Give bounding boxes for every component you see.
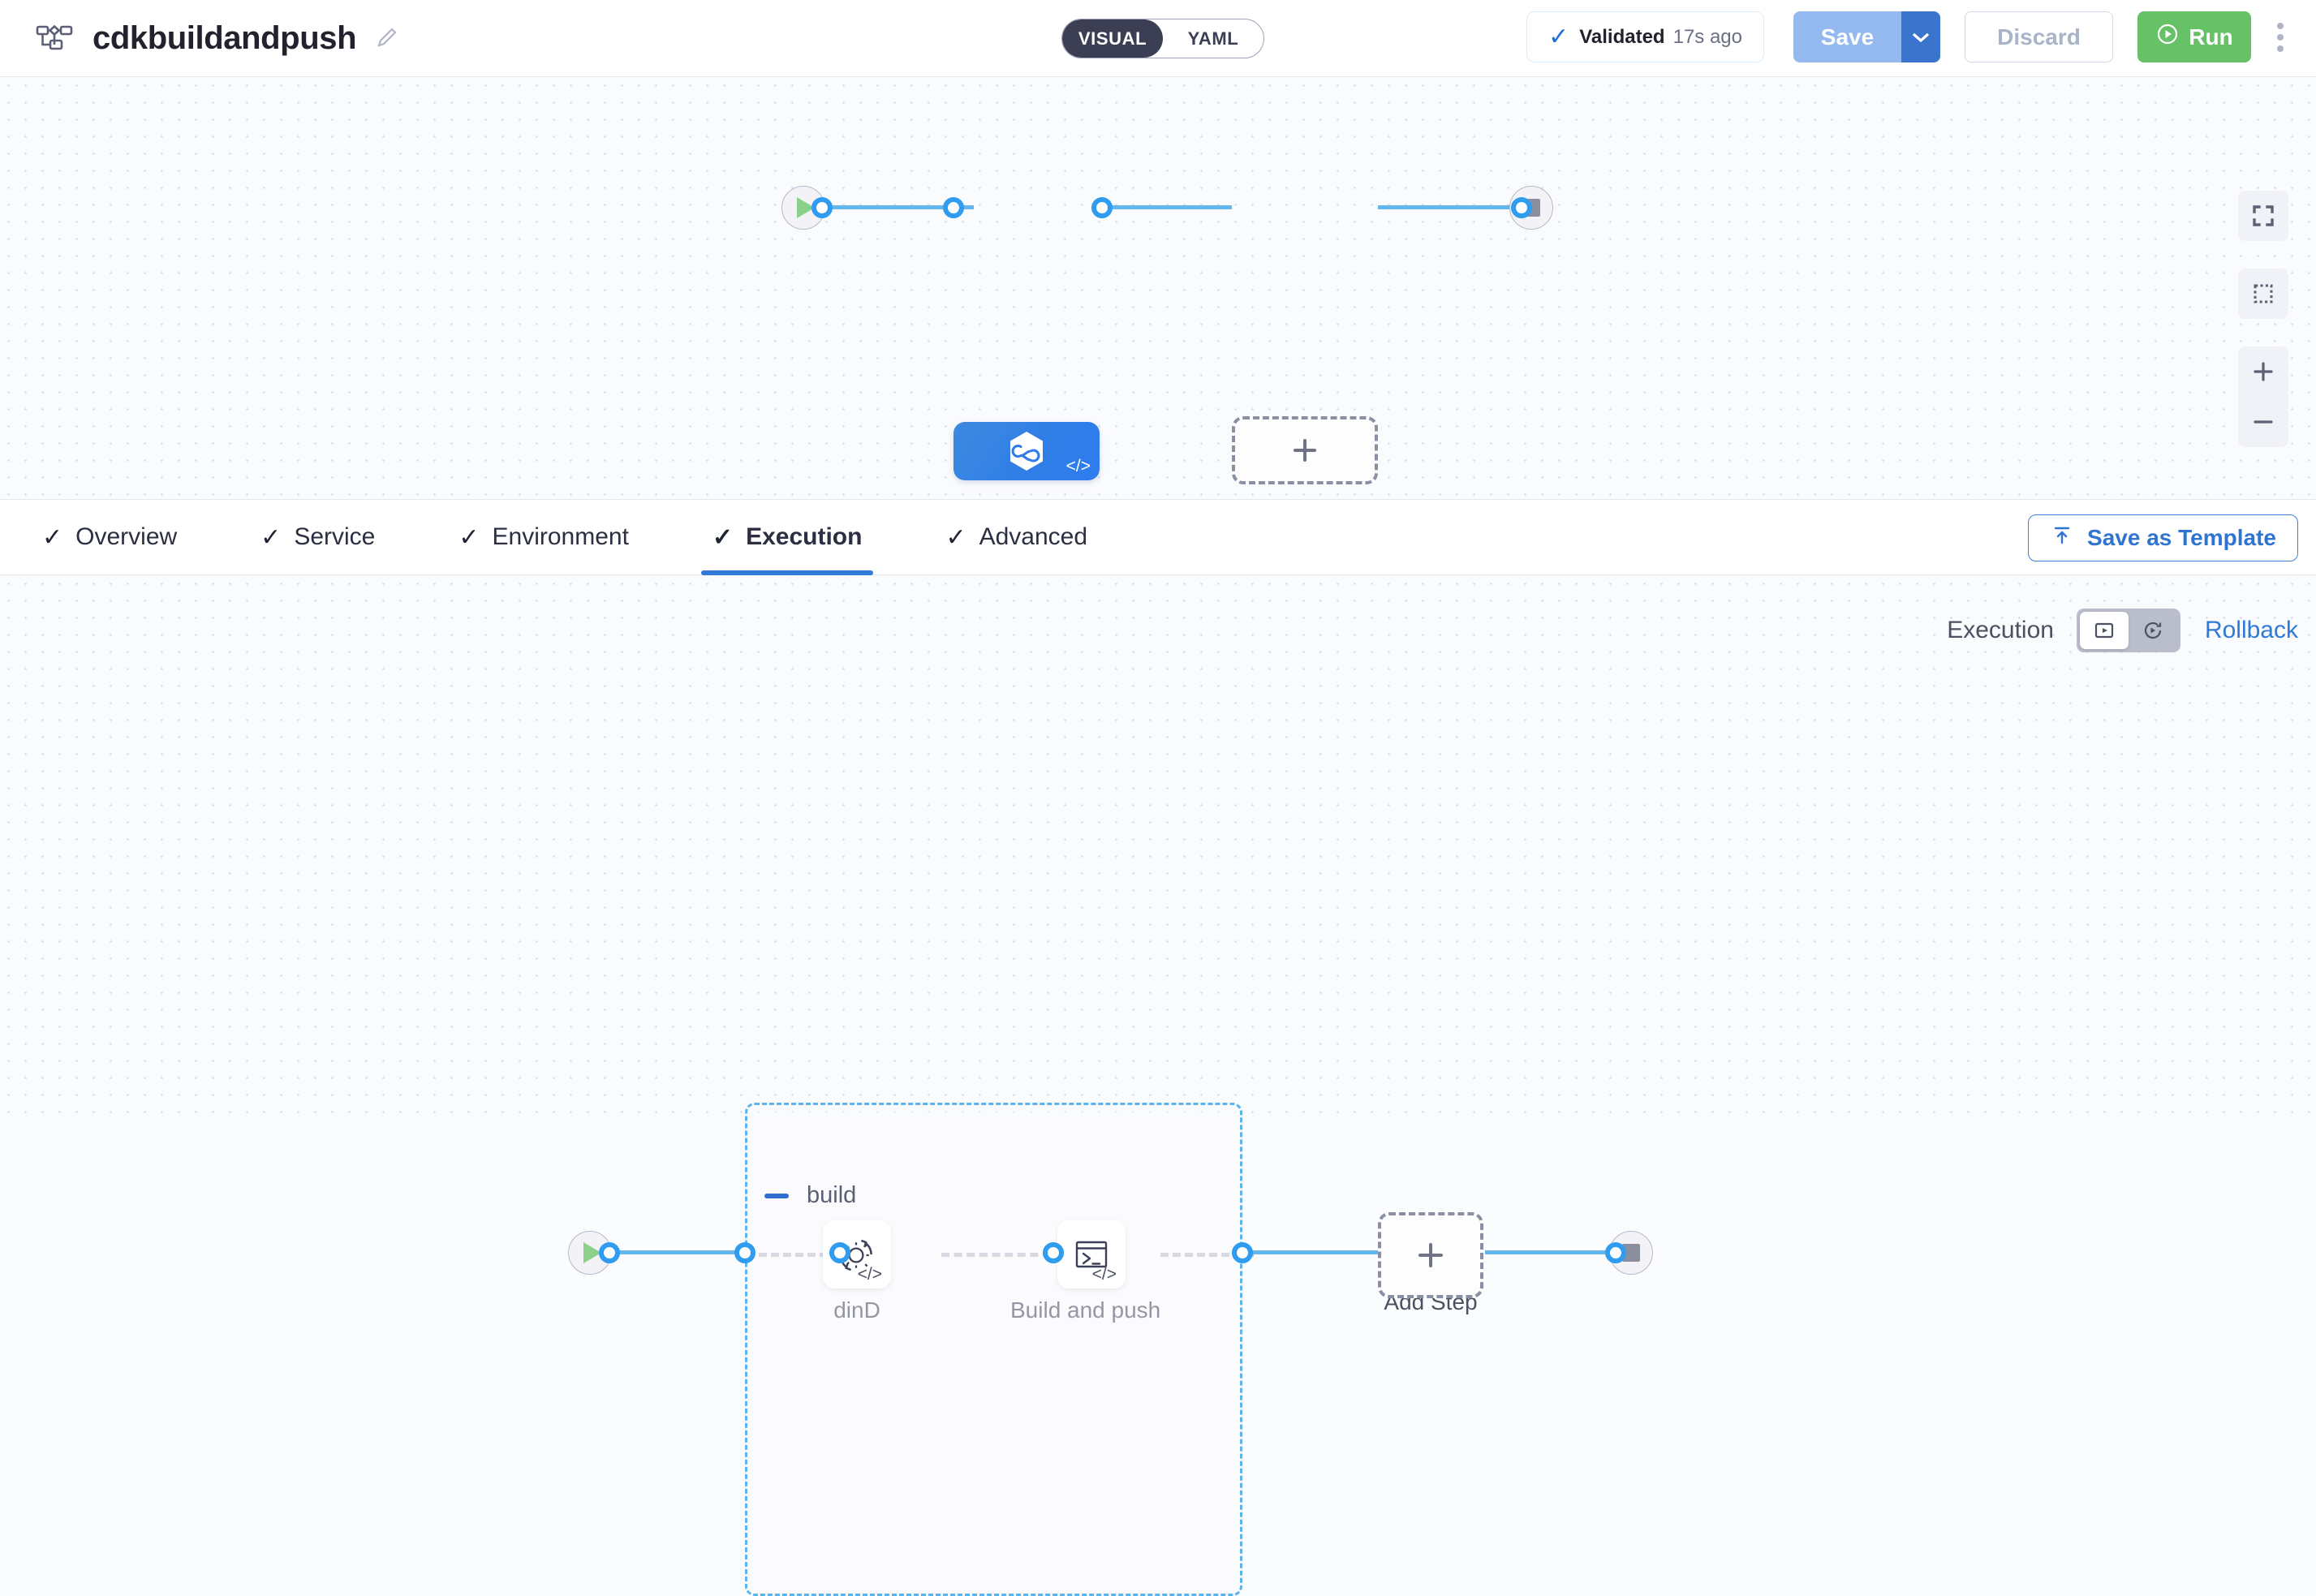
connector-addstep-to-end: [1485, 1250, 1611, 1254]
code-badge-icon: </>: [1091, 1265, 1117, 1284]
add-step-button[interactable]: [1378, 1212, 1483, 1298]
connector-ckd-to-addstage: [1102, 205, 1232, 209]
tab-advanced[interactable]: ✓ Advanced: [945, 499, 1087, 575]
check-icon: ✓: [945, 523, 966, 551]
play-triangle-icon: [797, 197, 815, 218]
add-stage-button[interactable]: [1232, 416, 1378, 484]
execution-rollback-switch[interactable]: [2076, 609, 2180, 652]
top-toolbar: cdkbuildandpush VISUAL YAML ✓ Validated …: [0, 0, 2316, 77]
kebab-menu-icon[interactable]: [2262, 11, 2298, 62]
check-icon: ✓: [712, 523, 734, 551]
tab-label: Service: [294, 523, 376, 550]
check-icon: ✓: [458, 523, 480, 551]
code-badge-icon: </>: [1065, 457, 1091, 475]
validated-status-badge: ✓ Validated 17s ago: [1526, 11, 1764, 62]
zoom-out-button[interactable]: [2238, 397, 2288, 447]
save-dropdown-button[interactable]: [1901, 11, 1940, 62]
tab-visual-mode[interactable]: VISUAL: [1062, 19, 1163, 58]
execution-view-button[interactable]: [2079, 612, 2129, 649]
rollback-view-button[interactable]: [2129, 612, 2177, 649]
code-badge-icon: </>: [857, 1265, 882, 1284]
port-ckd-in[interactable]: [943, 197, 964, 218]
validated-label: Validated: [1579, 25, 1665, 48]
tab-service[interactable]: ✓ Service: [260, 499, 375, 575]
port-group-in[interactable]: [734, 1242, 755, 1263]
port-exec-end-in[interactable]: [1605, 1242, 1626, 1263]
connector-start-to-group: [601, 1250, 747, 1254]
run-label: Run: [2189, 24, 2233, 49]
zoom-in-button[interactable]: [2238, 346, 2288, 397]
port-group-out[interactable]: [1232, 1242, 1253, 1263]
validated-timestamp: 17s ago: [1672, 25, 1742, 48]
config-tab-bar[interactable]: ✓ Overview ✓ Service ✓ Environment ✓ Exe…: [0, 499, 2316, 575]
connector-addstage-to-end: [1378, 205, 1524, 209]
connector-group-to-addstep: [1248, 1250, 1378, 1254]
view-mode-toggle[interactable]: VISUAL YAML: [1061, 19, 1264, 58]
zoom-controls[interactable]: [2238, 346, 2288, 447]
connector-start-to-ckd: [820, 205, 974, 209]
tab-overview[interactable]: ✓ Overview: [42, 499, 177, 575]
tab-label: Execution: [746, 523, 863, 550]
tab-execution[interactable]: ✓ Execution: [700, 499, 873, 575]
toolbar-actions: ✓ Validated 17s ago Save Discard Run: [1526, 11, 2298, 62]
rollback-link[interactable]: Rollback: [2204, 617, 2298, 643]
tab-yaml-mode[interactable]: YAML: [1187, 28, 1239, 49]
save-as-template-label: Save as Template: [2087, 525, 2276, 550]
stage-node-ckd[interactable]: </>: [954, 422, 1100, 480]
execution-label: Execution: [1947, 617, 2054, 643]
execution-canvas[interactable]: Execution Rollback build: [0, 575, 2316, 1596]
stages-canvas[interactable]: </> ckd Add Stage: [0, 77, 2316, 499]
pencil-icon[interactable]: [374, 26, 398, 50]
select-area-button[interactable]: [2238, 269, 2288, 319]
step-node-build-and-push[interactable]: </>: [1057, 1220, 1126, 1288]
port-exec-start-out[interactable]: [599, 1242, 620, 1263]
port-end-in[interactable]: [1511, 197, 1532, 218]
port-ckd-out[interactable]: [1091, 197, 1113, 218]
harness-hexagon-icon: [1010, 432, 1043, 471]
save-as-template-button[interactable]: Save as Template: [2028, 514, 2298, 561]
run-button[interactable]: Run: [2137, 11, 2251, 62]
group-header-build[interactable]: build: [764, 1182, 856, 1209]
port-dind-in[interactable]: [829, 1242, 850, 1263]
check-icon: ✓: [42, 523, 63, 551]
tab-label: Environment: [492, 523, 629, 550]
tab-environment[interactable]: ✓ Environment: [458, 499, 629, 575]
play-circle-icon: [2155, 22, 2180, 52]
template-upload-icon: [2050, 523, 2074, 553]
page-title: cdkbuildandpush: [93, 19, 357, 56]
fit-to-screen-button[interactable]: [2238, 191, 2288, 241]
port-start-out[interactable]: [811, 197, 833, 218]
step-group-build[interactable]: [745, 1103, 1242, 1596]
pipeline-icon: [36, 22, 73, 54]
minus-icon[interactable]: [764, 1193, 789, 1198]
port-dind-out[interactable]: [1043, 1242, 1064, 1263]
group-label: build: [807, 1182, 857, 1208]
check-icon: ✓: [260, 523, 282, 551]
canvas-controls-stages[interactable]: [2238, 191, 2288, 447]
tab-label: Advanced: [979, 523, 1088, 550]
save-button[interactable]: Save: [1793, 11, 1901, 62]
tab-label: Overview: [75, 523, 178, 550]
discard-button[interactable]: Discard: [1965, 11, 2113, 62]
save-button-group[interactable]: Save: [1793, 11, 1940, 62]
execution-view-controls[interactable]: Execution Rollback: [1947, 609, 2298, 652]
check-icon: ✓: [1548, 23, 1569, 50]
